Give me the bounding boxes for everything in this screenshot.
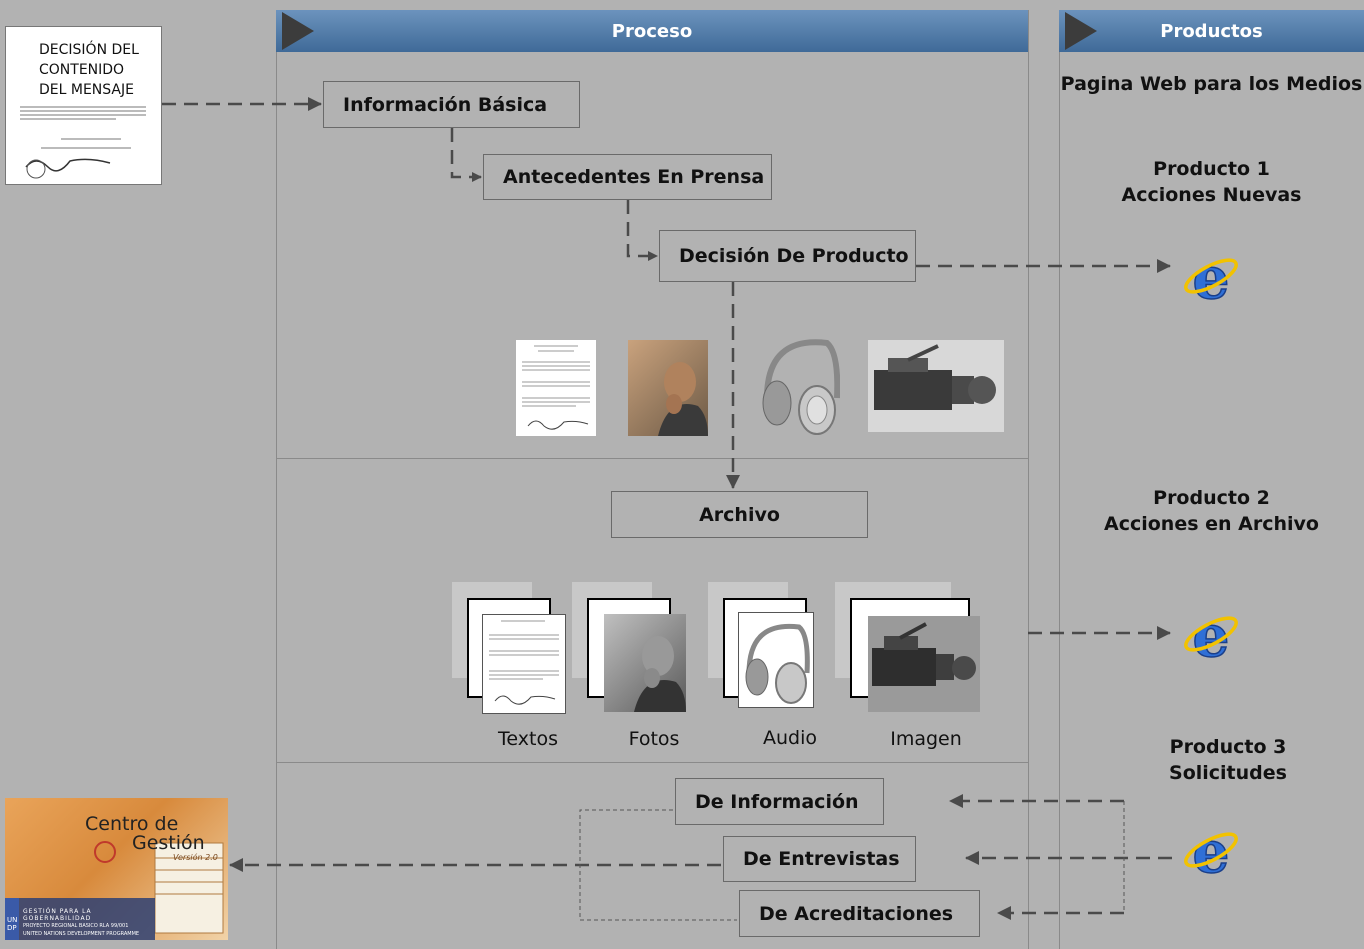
process-header-label: Proceso [611,20,693,42]
photo-thumbnail [604,614,686,712]
internet-explorer-icon: e [1184,246,1238,308]
play-triangle-icon [282,12,314,50]
centro-footer-1: GESTIÓN PARA LA GOBERNABILIDAD [23,908,92,922]
antecedentes-box: Antecedentes En Prensa [483,154,772,200]
products-subtitle: Pagina Web para los Medios [1060,73,1363,95]
centro-title-2: Gestión [132,832,205,854]
arrow-antecedentes-to-decision [626,200,658,261]
text-document-thumbnail [482,614,566,714]
archive-texts-stack [452,582,572,717]
decision-document: DECISIÓN DEL CONTENIDO DEL MENSAJE [5,26,162,185]
de-entrevistas-box: De Entrevistas [723,836,916,882]
text-document-thumbnail [516,340,596,436]
decision-producto-box: Decisión De Producto [659,230,916,282]
info-basica-box: Información Básica [323,81,580,128]
process-header: Proceso [276,10,1028,52]
de-informacion-box: De Información [675,778,884,825]
centro-footer-3: UNITED NATIONS DEVELOPMENT PROGRAMME [23,931,140,937]
caption-textos: Textos [498,728,558,750]
svg-text:e: e [1193,246,1230,308]
person-photo-icon [658,362,708,436]
product-1-label: Producto 1 Acciones Nuevas [1121,158,1302,206]
section-divider [276,458,1028,459]
headphones-thumbnail [755,328,841,438]
caption-fotos: Fotos [628,728,680,750]
requests-bracket [579,809,737,921]
archive-audio-stack [708,582,828,717]
centro-undp: UNDP [7,916,18,932]
centro-gestion-logo: Centro de Gestión Versión 2.0 UNDP GESTI… [5,798,228,940]
video-camera-icon [874,344,996,410]
archive-images-stack [835,582,985,717]
centro-title-1: Centro de [85,813,179,835]
headphones-icon [745,623,810,704]
document-lines-icon [522,345,590,430]
section-divider [276,762,1028,763]
internet-explorer-icon: e [1184,604,1238,666]
centro-version: Versión 2.0 [173,853,218,862]
archive-photos-stack [572,582,692,717]
caption-imagen: Imagen [890,728,962,750]
photo-thumbnail [628,340,708,436]
product-3-label: Producto 3 Solicitudes [1169,736,1287,784]
decision-document-title: DECISIÓN DEL CONTENIDO DEL MENSAJE [39,42,139,98]
products-header: Productos [1059,10,1364,52]
products-header-label: Productos [1160,20,1263,42]
caption-audio: Audio [762,727,817,749]
headphones-icon [762,339,841,435]
svg-text:e: e [1193,820,1230,882]
headphones-thumbnail [738,612,814,708]
video-camera-thumbnail [868,616,980,712]
video-camera-icon [872,622,976,686]
document-lines-icon [489,620,559,705]
archivo-box: Archivo [611,491,868,538]
person-photo-icon [634,636,686,712]
de-acreditaciones-box: De Acreditaciones [739,890,980,937]
video-camera-thumbnail [868,340,1004,432]
centro-footer-2: PROYECTO REGIONAL BASICO RLA 99/001 [23,923,129,929]
products-column [1059,10,1364,949]
svg-text:e: e [1193,604,1230,666]
arrow-info-to-antecedentes [450,128,482,182]
calendar-notebook-icon [5,841,224,940]
product-2-label: Producto 2 Acciones en Archivo [1104,487,1319,535]
document-scribble-icon [20,106,146,179]
play-triangle-icon [1065,12,1097,50]
internet-explorer-icon: e [1184,820,1238,882]
